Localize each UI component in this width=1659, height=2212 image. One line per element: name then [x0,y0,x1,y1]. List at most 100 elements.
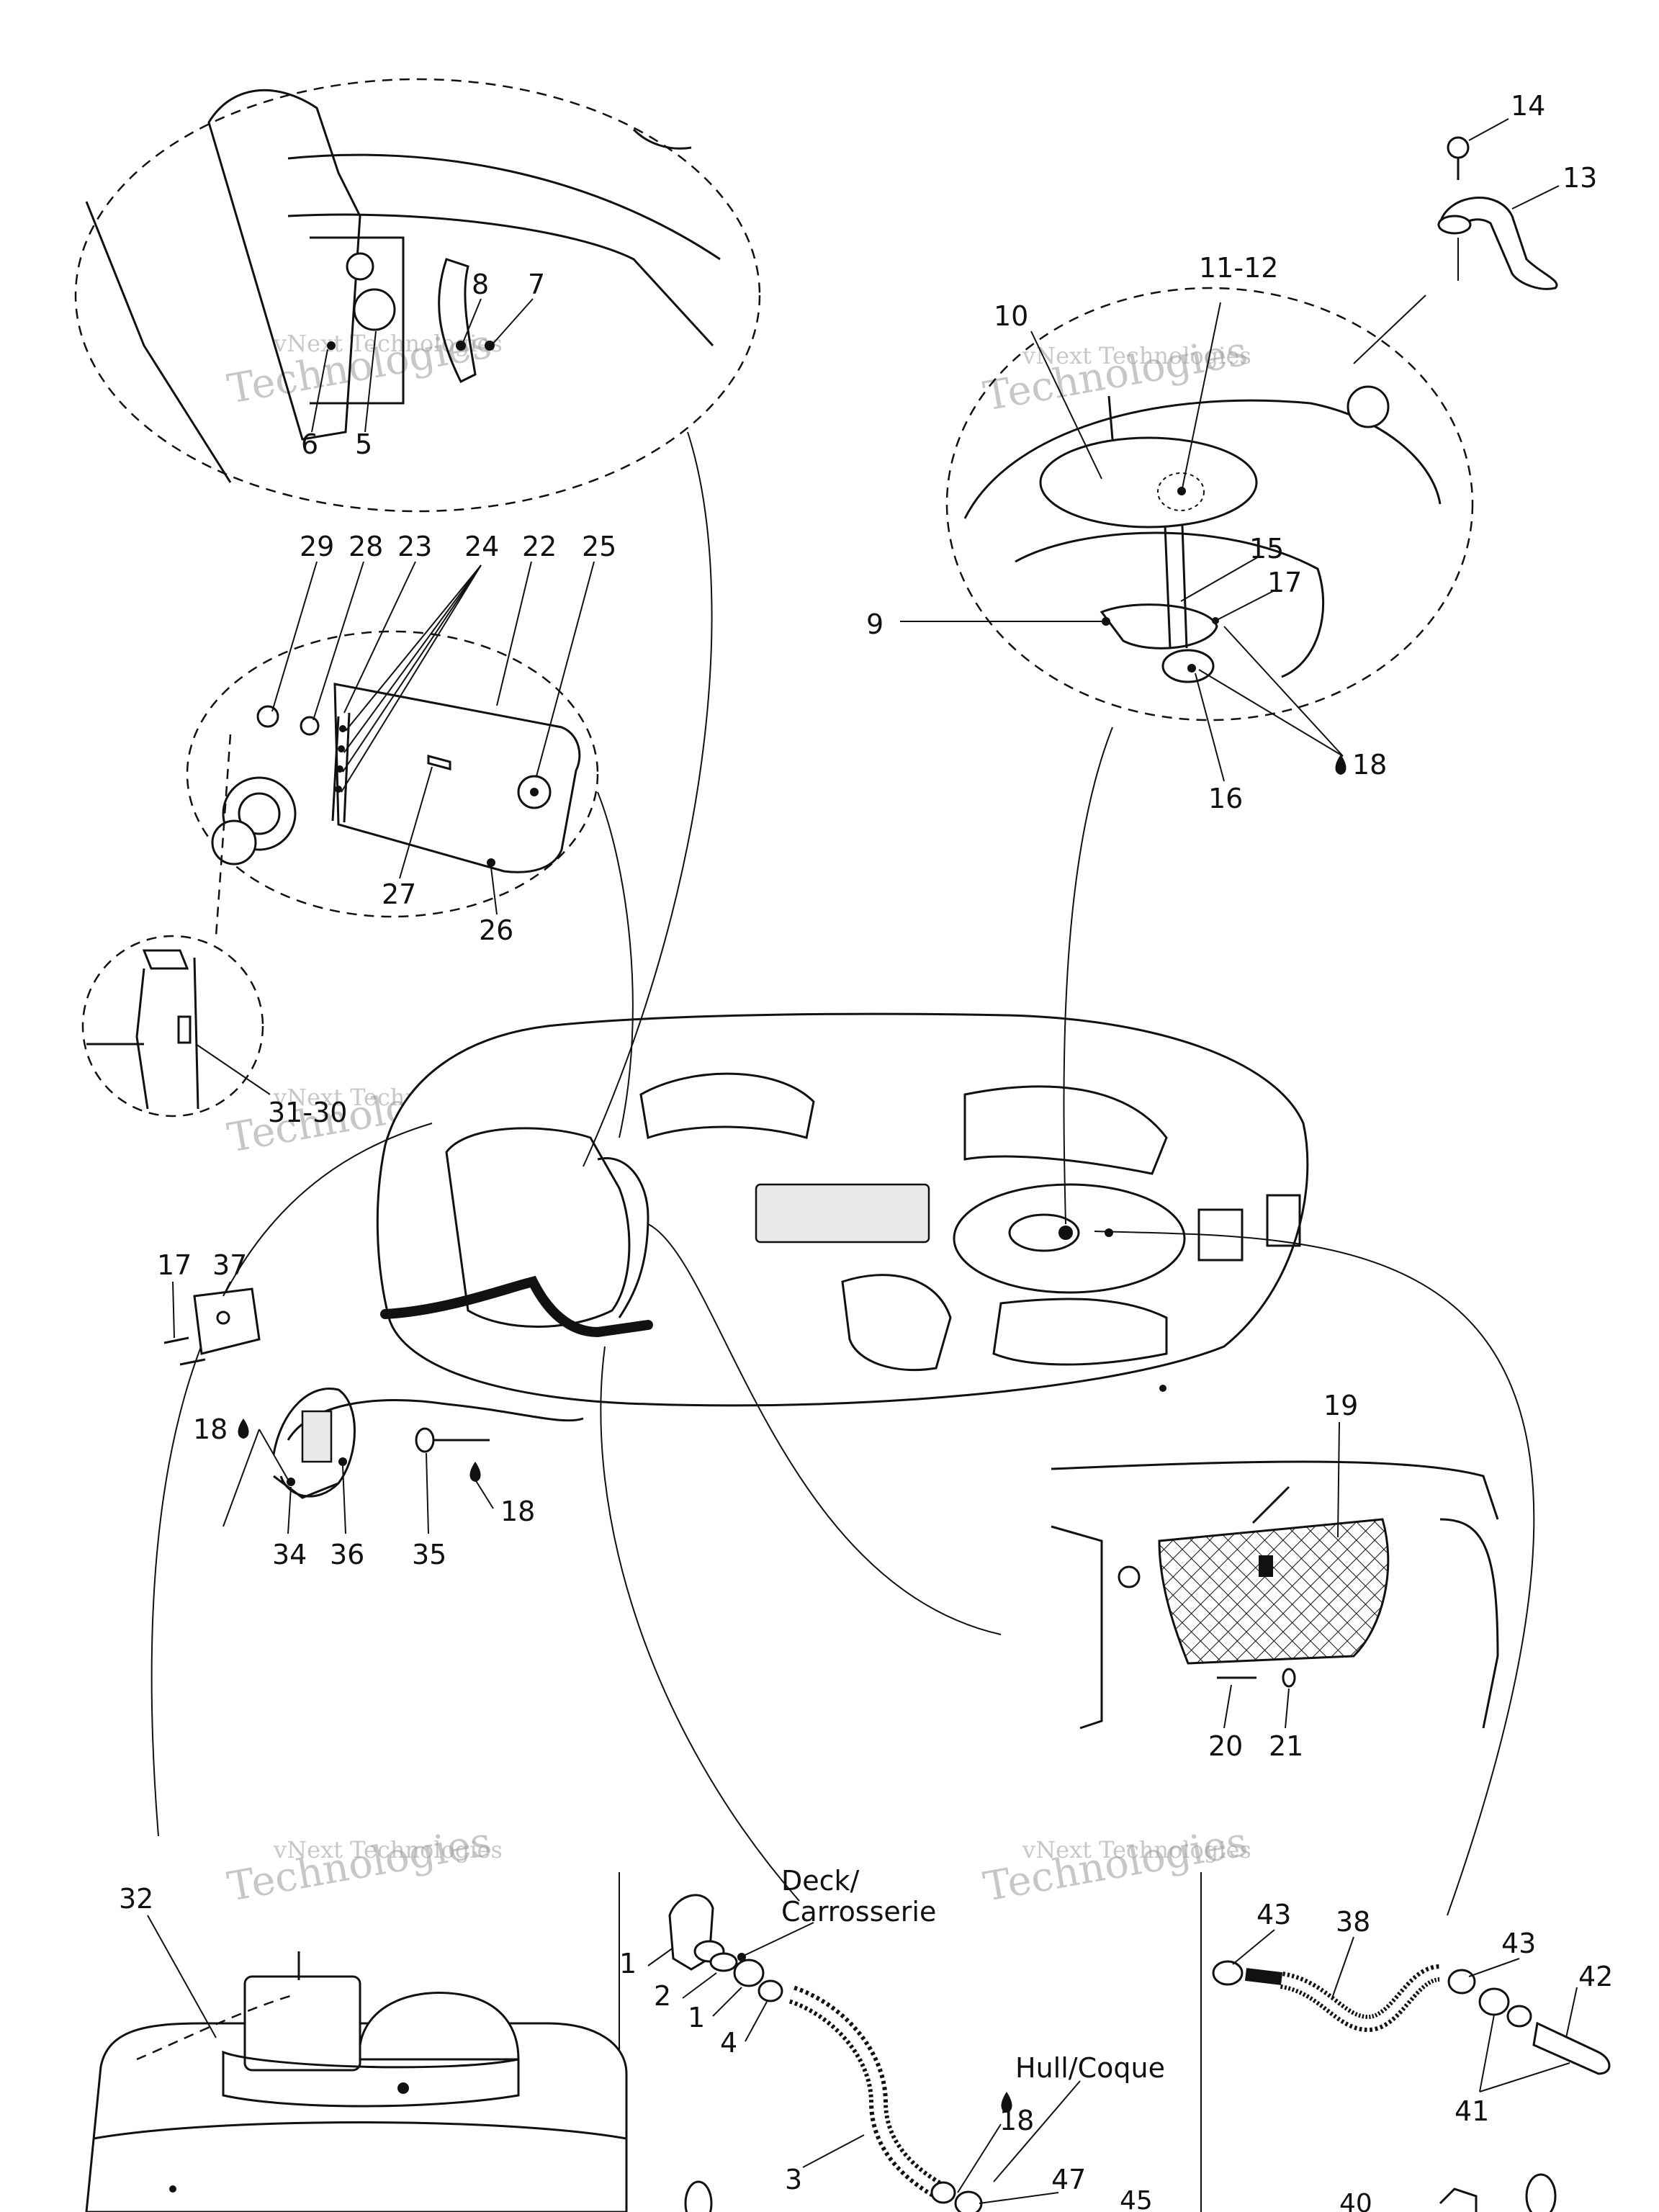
callout-1: 1 [688,2002,705,2033]
clamp-43b [1447,1969,1476,1995]
watermark-text: vNext Technologies [1022,1836,1251,1863]
leader-41a [1479,2014,1495,2092]
hose-3-core [790,1990,939,2194]
leader-8 [462,298,482,345]
callout-20: 20 [1208,1730,1243,1762]
callout-11-12: 11-12 [1199,252,1278,284]
footwell-left-inner [597,1157,649,1318]
leader-deck [745,1922,814,1956]
panel-edge [287,213,714,347]
bow-latch [1266,1194,1301,1247]
hose-3 [788,1985,941,2198]
rear-view: 32 [85,1883,628,2212]
leader-23 [343,561,416,714]
leader-17b [172,1281,175,1339]
clamp-end [930,2181,956,2204]
hull-rivet [169,2185,176,2193]
leader-18-rivet [475,1479,494,1509]
leader-3 [802,2134,865,2168]
leader-41b [1479,2062,1570,2092]
callout-40: 40 [1339,2189,1372,2212]
detail-outline [81,935,264,1118]
main-deck [287,1012,1309,1441]
clamp-ring [1437,215,1472,235]
callout-24: 24 [464,531,499,562]
deck-recess-2 [963,1085,1168,1175]
callouts-fitting: 1 2 1 4 3 Deck/ Carrosserie Hull/Coque 1… [619,1865,1165,2212]
leader-1b [712,1987,742,2017]
callout-2: 2 [654,1980,671,2012]
leader-18b [1198,669,1344,757]
leader-26 [490,867,498,915]
deck-rivet [1159,1385,1166,1392]
leader-24b [343,565,482,753]
leader-15 [1180,555,1261,602]
seat-top-curve [287,153,721,261]
callout-14: 14 [1511,90,1545,122]
watermark-text: vNext Technologies [1022,342,1251,369]
watermark-text: vNext Technologies [273,1836,503,1863]
callout-17: 17 [1267,567,1302,598]
clamp-ring-br [1525,2173,1557,2212]
leader-24c [342,565,482,773]
detail-outline [186,630,599,918]
leader-38 [1331,1936,1354,1999]
clamp-4 [757,1979,783,2002]
deck-pad [755,1183,930,1244]
nut-29 [256,705,279,728]
drop-icon [1001,2092,1012,2113]
screw-17a [163,1336,189,1344]
callouts-stern: 17 37 18 34 36 35 18 [157,1249,535,1570]
glovebox-stud [1058,1226,1073,1240]
callout-29: 29 [300,531,334,562]
watermark-text: Technologies [224,1818,495,1910]
leader-29 [271,561,318,712]
hinge-screw-dot [336,765,343,773]
lock-25-dot [530,788,539,796]
stern-extension [287,1398,584,1441]
latch-plate [310,236,405,405]
callout-18: 18 [1352,749,1387,781]
screw-17b [179,1358,206,1366]
detail-outline [945,287,1474,721]
washer-2 [709,1952,738,1972]
leader-47 [979,2192,1059,2204]
hinge-23-edge [343,712,351,823]
anchor-dot [1105,1228,1113,1237]
fitting-42 [1532,2021,1611,2075]
callout-5: 5 [355,428,372,460]
frame-right [1439,1518,1499,1729]
drop-icon [238,1419,249,1439]
leader-2 [682,1972,717,1999]
part-26-dot [487,858,495,867]
connector-glovebox [1063,727,1113,1225]
knob [1346,385,1390,428]
part-17-dot [1212,617,1219,624]
post-15 [1164,525,1172,649]
leader-20 [1223,1684,1232,1729]
leader-21 [1285,1688,1290,1729]
callouts-top-right: 10 11-12 15 17 9 16 18 [866,252,1387,814]
clamp-43a [1212,1960,1244,1986]
stern-detail [163,1287,490,1499]
leader-30-31 [195,1043,271,1095]
callout-19: 19 [1323,1390,1358,1421]
callout-18: 18 [500,1496,535,1527]
leader-17 [1218,590,1275,620]
part-9-dot [1102,617,1110,626]
ring-end [954,2190,983,2212]
leader-22 [496,561,532,706]
callout-32: 32 [119,1883,153,1915]
part-34-dot [287,1478,295,1486]
washer-41 [1506,2005,1532,2028]
nut-1b [733,1959,765,1987]
callout-23: 23 [397,531,432,562]
part-7-dot [485,341,495,351]
lid-10 [1039,436,1258,529]
nut-41 [1478,1987,1510,2016]
leader-1 [647,1947,674,1966]
leader-24d [341,565,482,793]
callout-45: 45 [1120,2186,1153,2212]
leader-14 [1468,118,1509,141]
